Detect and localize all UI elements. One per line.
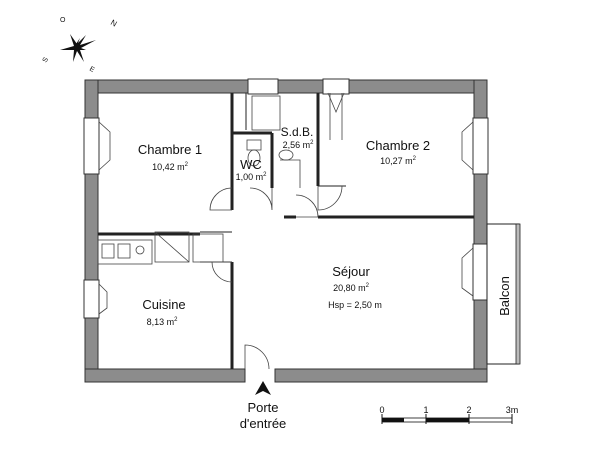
room-name-sdb: S.d.B. xyxy=(281,125,314,139)
room-wc: WC 1,00 m2 xyxy=(236,157,268,182)
room-chambre2: Chambre 2 10,27 m2 xyxy=(366,138,430,166)
compass-north: N xyxy=(109,18,119,29)
scale-bar: 0 1 2 3m xyxy=(379,405,518,424)
balcony-outline xyxy=(486,223,520,365)
door-sejour xyxy=(295,194,319,218)
room-area-sdb: 2,56 m2 xyxy=(283,140,315,150)
entrance-arrow-icon xyxy=(255,381,271,395)
compass-east: E xyxy=(88,66,96,75)
door-chambre2 xyxy=(317,185,343,211)
area-exp: 2 xyxy=(263,172,267,178)
room-area-sejour: 20,80 m2 xyxy=(333,283,370,293)
compass-west: O xyxy=(60,17,66,24)
room-name-chambre1: Chambre 1 xyxy=(138,142,202,157)
kitchen-cabinet xyxy=(154,231,190,263)
balcony-railing xyxy=(515,223,521,365)
room-sdb: S.d.B. 2,56 m2 xyxy=(281,125,314,150)
area-value: 8,13 m xyxy=(147,317,175,327)
room-name-balcon: Balcon xyxy=(497,276,512,316)
window-sejour xyxy=(472,243,489,301)
area-value: 1,00 m xyxy=(236,172,264,182)
window-chambre1 xyxy=(83,117,100,175)
area-value: 2,56 m xyxy=(283,140,311,150)
room-sejour: Séjour 20,80 m2 Hsp = 2,50 m xyxy=(328,264,382,310)
wc-bowl xyxy=(247,149,261,167)
window-chambre2 xyxy=(472,117,489,175)
area-exp: 2 xyxy=(185,162,189,168)
scale-label-3: 3m xyxy=(506,405,519,415)
area-exp: 2 xyxy=(366,283,370,289)
area-value: 20,80 m xyxy=(333,283,366,293)
room-name-sejour: Séjour xyxy=(332,264,370,279)
room-cuisine: Cuisine 8,13 m2 xyxy=(142,297,185,327)
entrance-label-line1: Porte xyxy=(247,400,278,415)
room-area-wc: 1,00 m2 xyxy=(236,172,268,182)
wall-bottom-left xyxy=(84,368,246,383)
area-exp: 2 xyxy=(310,140,314,146)
interior-walls xyxy=(98,93,474,369)
room-name-wc: WC xyxy=(240,157,262,172)
kitchen-counter xyxy=(97,239,153,265)
wall-bottom-right xyxy=(274,368,488,383)
area-value: 10,42 m xyxy=(152,162,185,172)
door-chambre1 xyxy=(209,187,233,211)
wc-toilet xyxy=(246,139,262,151)
scale-label-0: 0 xyxy=(379,405,384,415)
sdb-fixtures xyxy=(246,95,301,188)
compass-star-shape xyxy=(60,34,96,62)
entrance-label-line2: d'entrée xyxy=(240,416,287,431)
window-cuisine xyxy=(83,279,100,319)
door-cuisine xyxy=(211,261,233,283)
area-exp: 2 xyxy=(413,156,417,162)
hall-closet xyxy=(192,233,224,263)
area-exp: 2 xyxy=(174,317,178,323)
door-entrance xyxy=(244,344,270,370)
scale-label-1: 1 xyxy=(423,405,428,415)
area-value: 10,27 m xyxy=(380,156,413,166)
room-area-cuisine: 8,13 m2 xyxy=(147,317,179,327)
room-name-cuisine: Cuisine xyxy=(142,297,185,312)
room-chambre1: Chambre 1 10,42 m2 xyxy=(138,142,202,172)
window-sashes xyxy=(98,92,474,315)
room-area-chambre1: 10,42 m2 xyxy=(152,162,189,172)
scale-label-2: 2 xyxy=(466,405,471,415)
room-height-sejour: Hsp = 2,50 m xyxy=(328,300,382,310)
room-name-chambre2: Chambre 2 xyxy=(366,138,430,153)
kitchen-sink-2 xyxy=(117,243,131,259)
room-area-chambre2: 10,27 m2 xyxy=(380,156,417,166)
balcony xyxy=(486,223,521,365)
compass-rose: N E S O xyxy=(42,17,119,74)
compass-south: S xyxy=(42,56,51,64)
window-sdb xyxy=(247,78,279,95)
window-chambre2-top xyxy=(322,78,350,95)
kitchen-fixtures xyxy=(97,231,224,265)
windows xyxy=(83,78,489,319)
kitchen-sink-1 xyxy=(101,243,115,259)
entrance: Porte d'entrée xyxy=(240,381,287,431)
door-swings xyxy=(209,185,343,370)
sdb-basin xyxy=(278,149,294,161)
wall-top xyxy=(84,79,488,94)
bathtub xyxy=(251,95,281,131)
door-wc xyxy=(249,187,273,211)
